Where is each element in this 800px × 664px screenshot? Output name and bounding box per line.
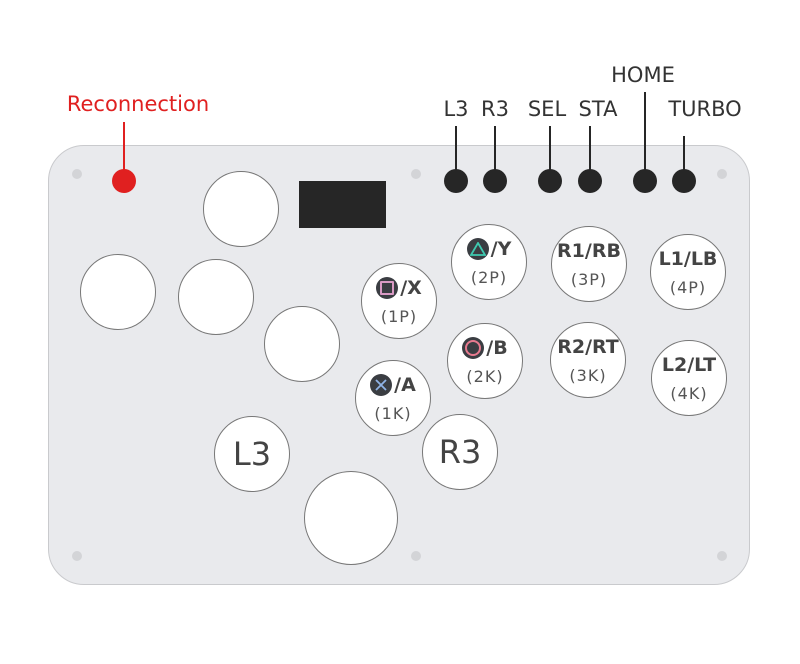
leader-line <box>123 122 125 172</box>
button-sublabel: (2P) <box>470 267 508 287</box>
cross-a-button[interactable]: /A (1K) <box>355 360 431 436</box>
button-label: R1/RB <box>557 239 621 262</box>
leader-line <box>683 136 685 172</box>
screw-hole <box>717 551 727 561</box>
screw-hole <box>72 169 82 179</box>
button-label: L2/LT <box>661 353 717 376</box>
button-sublabel: (3K) <box>569 365 607 385</box>
button-sublabel: (2K) <box>466 366 504 386</box>
screw-hole <box>411 169 421 179</box>
l3-button[interactable]: L3 <box>214 416 290 492</box>
button-label: R2/RT <box>557 335 619 358</box>
circle-icon <box>462 336 485 359</box>
button-label: /X <box>400 276 422 299</box>
select-label: SEL <box>527 97 567 121</box>
down-button[interactable] <box>178 259 254 335</box>
r3-button[interactable]: R3 <box>422 414 498 490</box>
leader-line <box>549 126 551 172</box>
triangle-icon <box>466 237 489 260</box>
screw-hole <box>717 169 727 179</box>
square-icon <box>376 276 399 299</box>
button-label: /Y <box>490 237 512 260</box>
leader-line <box>644 92 646 172</box>
button-label: L1/LB <box>658 247 718 270</box>
select-button[interactable] <box>538 169 562 193</box>
l1-lb-button[interactable]: L1/LB (4P) <box>650 234 726 310</box>
start-button[interactable] <box>578 169 602 193</box>
r3-small-button[interactable] <box>483 169 507 193</box>
button-sublabel: (1K) <box>374 403 412 423</box>
leader-line <box>455 126 457 172</box>
display-screen <box>299 181 386 228</box>
button-sublabel: (3P) <box>570 269 608 289</box>
start-label: STA <box>578 97 618 121</box>
left-button[interactable] <box>80 254 156 330</box>
l3-small-label: L3 <box>443 97 469 121</box>
square-x-button[interactable]: /X (1P) <box>361 263 437 339</box>
screw-hole <box>72 551 82 561</box>
r2-rt-button[interactable]: R2/RT (3K) <box>550 322 626 398</box>
triangle-y-button[interactable]: /Y (2P) <box>451 224 527 300</box>
circle-b-button[interactable]: /B (2K) <box>447 323 523 399</box>
l3-small-button[interactable] <box>444 169 468 193</box>
reconnection-label: Reconnection <box>66 92 210 116</box>
cross-icon <box>370 373 393 396</box>
l2-lt-button[interactable]: L2/LT (4K) <box>651 340 727 416</box>
leader-line <box>589 126 591 172</box>
screw-hole <box>411 551 421 561</box>
button-sublabel: (4P) <box>669 277 707 297</box>
up-thumb-button[interactable] <box>304 471 398 565</box>
home-button[interactable] <box>633 169 657 193</box>
r3-button-label: R3 <box>438 433 482 471</box>
button-sublabel: (1P) <box>380 306 418 326</box>
l3-button-label: L3 <box>232 435 272 473</box>
button-label: /B <box>486 336 508 359</box>
button-sublabel: (4K) <box>670 383 708 403</box>
home-label: HOME <box>611 63 675 87</box>
up-button[interactable] <box>203 171 279 247</box>
turbo-button[interactable] <box>672 169 696 193</box>
r1-rb-button[interactable]: R1/RB (3P) <box>551 226 627 302</box>
reconnection-button[interactable] <box>112 169 136 193</box>
r3-small-label: R3 <box>481 97 509 121</box>
right-button[interactable] <box>264 306 340 382</box>
turbo-label: TURBO <box>668 97 742 121</box>
leader-line <box>494 126 496 172</box>
button-label: /A <box>394 373 416 396</box>
